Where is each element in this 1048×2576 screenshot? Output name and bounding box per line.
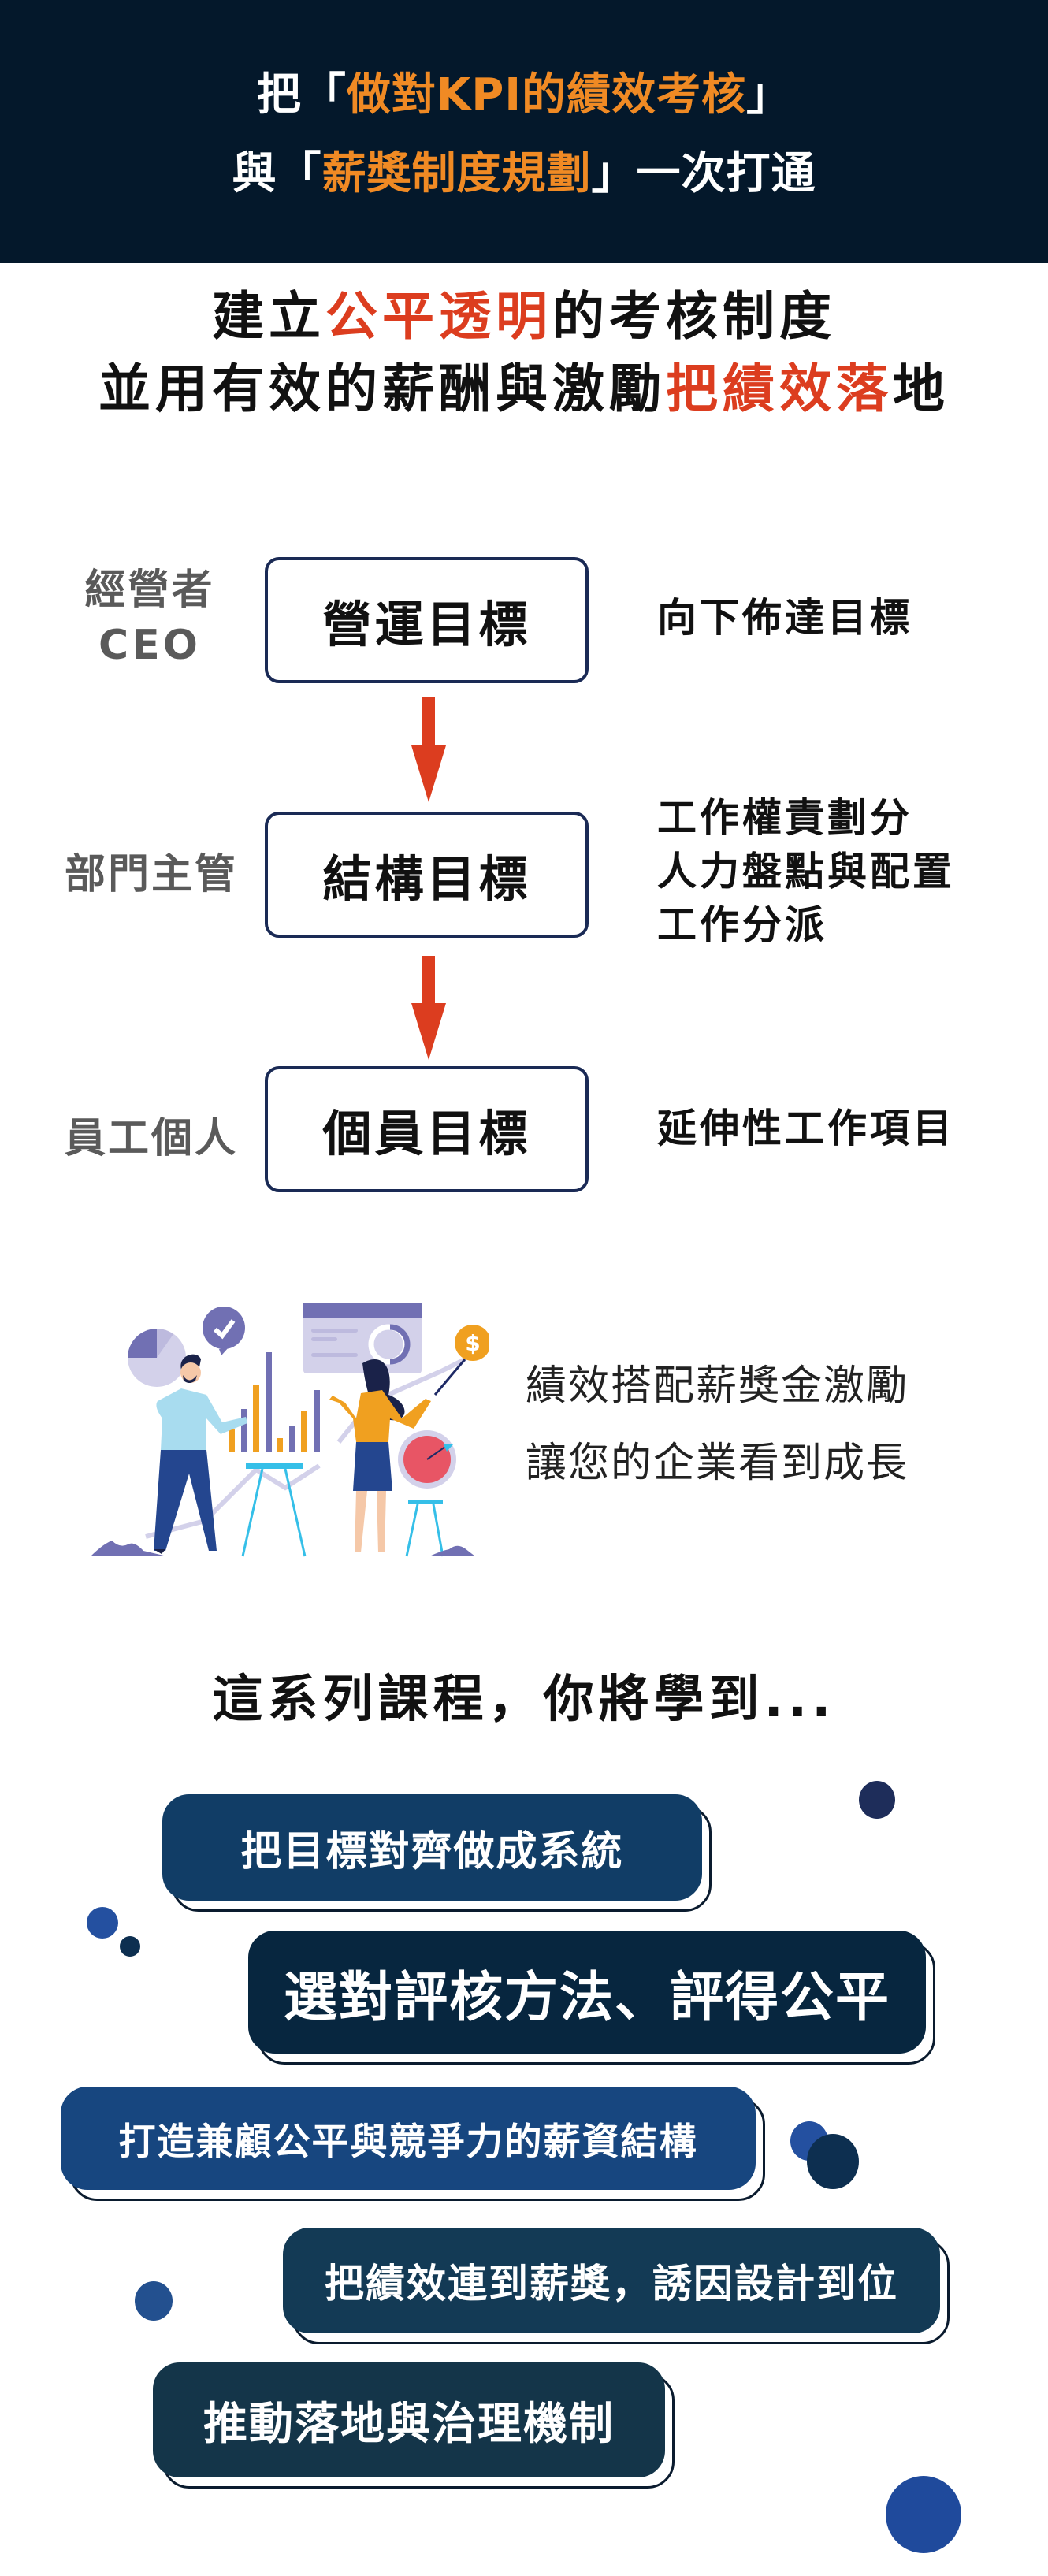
bush-left [91, 1541, 167, 1556]
learn-item-label: 把目標對齊做成系統 [240, 1828, 624, 1875]
business-team-illustration: $ [91, 1303, 489, 1557]
goal-box-structure: 結構目標 [265, 812, 589, 938]
decor-dot [87, 1907, 118, 1939]
headline-text: 並用有效的薪酬與激勵 [98, 359, 666, 419]
header-text: 與「 [232, 148, 322, 199]
learn-item-5: 推動落地與治理機制 [153, 2362, 675, 2489]
headline-highlight: 把績效落 [666, 359, 893, 419]
headline-highlight: 公平透明 [325, 286, 552, 347]
header-highlight: 薪獎制度規劃 [321, 148, 592, 199]
role-label: 員工個人 [64, 1115, 238, 1162]
down-arrow-icon [411, 956, 446, 1060]
header-banner: 把「做對KPI的績效考核」 與「薪獎制度規劃」一次打通 [0, 0, 1048, 263]
goal-label: 營運目標 [322, 596, 531, 653]
action-item: 工作權責劃分 [657, 795, 912, 841]
header-text: 把「 [256, 69, 347, 121]
down-arrow-icon [411, 697, 446, 802]
woman-figure [329, 1359, 431, 1552]
header-highlight: 做對KPI的績效考核 [346, 69, 747, 121]
role-manager: 部門主管 [49, 847, 254, 902]
header-line-1: 把「做對KPI的績效考核」 [0, 68, 1048, 123]
pie-chart-icon [128, 1329, 186, 1387]
headline-line-2: 並用有效的薪酬與激勵把績效落地 [0, 358, 1048, 421]
side-text-line: 績效搭配薪獎金激勵 [526, 1362, 909, 1410]
side-text: 績效搭配薪獎金激勵 讓您的企業看到成長 [526, 1347, 909, 1502]
check-bubble-icon [203, 1307, 245, 1355]
action-item: 人力盤點與配置 [657, 849, 955, 894]
role-employee: 員工個人 [49, 1111, 254, 1166]
decor-dot [859, 1781, 895, 1819]
headline-text: 地 [893, 359, 950, 419]
headline-text: 建立 [212, 286, 325, 347]
header-line-2: 與「薪獎制度規劃」一次打通 [0, 147, 1048, 202]
role-label: 部門主管 [64, 851, 238, 898]
side-text-line: 讓您的企業看到成長 [526, 1440, 909, 1487]
learn-title: 這系列課程，你將學到... [212, 1671, 836, 1729]
dashboard-board [303, 1303, 422, 1373]
man-figure [154, 1354, 247, 1554]
decor-dot [120, 1936, 140, 1957]
learn-item-3: 打造兼顧公平與競爭力的薪資結構 [61, 2087, 765, 2201]
learn-item-label: 打造兼顧公平與競爭力的薪資結構 [118, 2121, 698, 2164]
role-sub-label: CEO [98, 622, 201, 669]
trend-line [145, 1463, 321, 1539]
action-item: 延伸性工作項目 [657, 1106, 955, 1151]
bar-chart-icon [229, 1352, 320, 1452]
header-text: 」一次打通 [591, 148, 816, 199]
role-ceo: 經營者 CEO [71, 563, 229, 673]
goal-label: 個員目標 [322, 1105, 531, 1162]
decor-dot [886, 2476, 961, 2553]
learn-item-label: 推動落地與治理機制 [203, 2398, 615, 2450]
dollar-coin-icon: $ [433, 1325, 489, 1396]
actions-ceo: 向下佈達目標 [657, 591, 912, 645]
learn-item-label: 選對評核方法、評得公平 [283, 1966, 890, 2029]
bush-right [429, 1545, 475, 1556]
learn-item-label: 把績效連到薪獎，誘因設計到位 [325, 2261, 898, 2307]
learn-item-4: 把績效連到薪獎，誘因設計到位 [283, 2228, 950, 2344]
headline-text: 的考核制度 [552, 286, 836, 347]
learn-item-2: 選對評核方法、評得公平 [248, 1931, 935, 2065]
actions-manager: 工作權責劃分 人力盤點與配置 工作分派 [657, 791, 955, 952]
target-icon [398, 1430, 456, 1557]
svg-text:$: $ [465, 1330, 480, 1356]
goal-label: 結構目標 [322, 850, 531, 908]
action-item: 工作分派 [657, 902, 827, 948]
goal-box-individual: 個員目標 [265, 1066, 589, 1192]
headline-line-1: 建立公平透明的考核制度 [0, 285, 1048, 348]
learn-item-1: 把目標對齊做成系統 [162, 1794, 712, 1912]
easel [241, 1463, 307, 1557]
goal-box-operations: 營運目標 [265, 557, 589, 683]
action-item: 向下佈達目標 [657, 595, 912, 641]
actions-employee: 延伸性工作項目 [657, 1102, 955, 1155]
header-text: 」 [746, 69, 792, 121]
decor-dot [135, 2281, 173, 2321]
role-label: 經營者 [84, 567, 215, 614]
decor-dot [807, 2134, 859, 2189]
